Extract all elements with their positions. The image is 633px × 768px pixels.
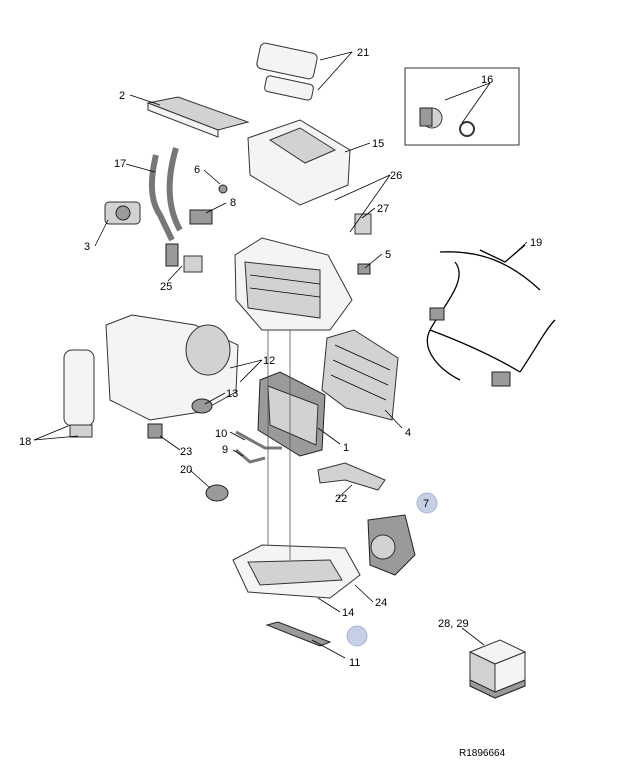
callout-15: 15 [372, 138, 384, 150]
callout-11: 11 [349, 657, 360, 669]
highlight-circle-bottom [346, 625, 368, 647]
part-15-upper-housing [247, 119, 351, 206]
callout-22: 22 [335, 493, 347, 505]
callout-19: 19 [530, 237, 542, 249]
part-11-seal [265, 621, 332, 647]
callout-10: 10 [215, 428, 227, 440]
part-20-grommet [205, 484, 229, 502]
part-21-gasket [256, 42, 318, 101]
callout-28-29: 28, 29 [438, 618, 469, 630]
part-10-pipe [235, 430, 282, 464]
part-4-filter [321, 329, 399, 421]
part-25-block [165, 243, 203, 273]
callout-24: 24 [375, 597, 387, 609]
callout-3: 3 [84, 241, 90, 253]
callout-25: 25 [160, 281, 172, 293]
callout-23: 23 [180, 446, 192, 458]
callout-20: 20 [180, 464, 192, 476]
callout-2: 2 [119, 90, 125, 102]
callout-9: 9 [222, 444, 228, 456]
callout-5: 5 [385, 249, 391, 261]
part-central-housing [234, 237, 353, 331]
leader-lines [33, 51, 528, 659]
callout-4: 4 [405, 427, 411, 439]
callout-21: 21 [357, 47, 369, 59]
part-16-inset-box [404, 67, 520, 146]
part-14-lower-housing [232, 544, 361, 599]
part-6-screw [218, 184, 228, 194]
callout-6: 6 [194, 164, 200, 176]
callout-7: 7 [423, 498, 429, 510]
highlight-circle-7 [416, 492, 438, 514]
part-22-duct [317, 462, 386, 491]
callout-8: 8 [230, 197, 236, 209]
callout-18: 18 [19, 436, 31, 448]
part-18-left-housing [63, 314, 239, 438]
callout-12: 12 [263, 355, 275, 367]
part-3-valve [104, 201, 141, 225]
part-19-wiring-harness [426, 244, 556, 387]
part-2-filter-cover [146, 96, 250, 138]
callout-1: 1 [343, 442, 349, 454]
part-23-connector [147, 423, 163, 439]
callout-26: 26 [390, 170, 402, 182]
callout-13: 13 [226, 388, 238, 400]
part-7-actuator [367, 514, 416, 576]
reference-code: R1896664 [459, 748, 506, 759]
part-1-heater-core [257, 371, 326, 457]
part-8-clip [189, 209, 213, 225]
callout-27: 27 [377, 203, 389, 215]
callout-17: 17 [114, 158, 126, 170]
part-13-clip [191, 398, 213, 414]
part-17-hose [148, 147, 183, 242]
callout-16: 16 [481, 74, 493, 86]
part-28-29-box [468, 639, 527, 699]
part-5-connector [357, 263, 371, 275]
callout-14: 14 [342, 607, 354, 619]
